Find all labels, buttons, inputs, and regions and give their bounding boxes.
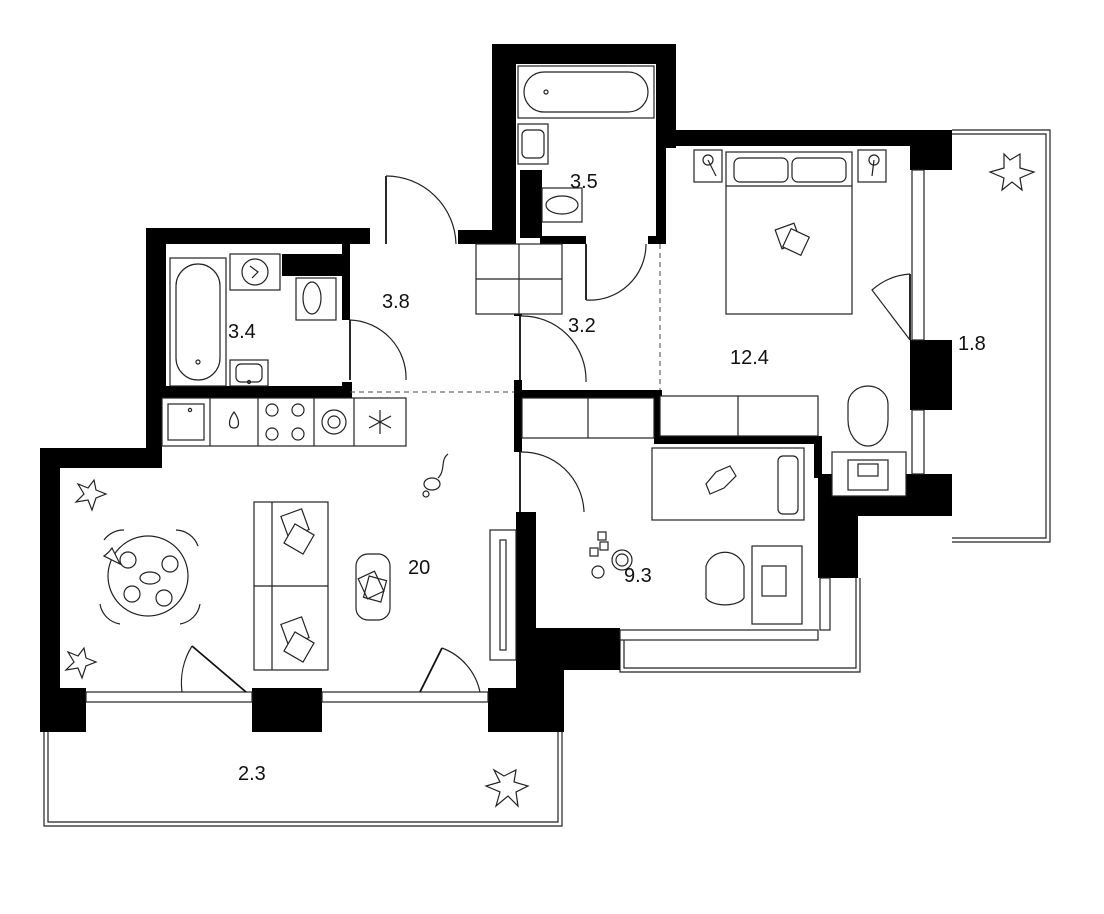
washing-machine [229,253,281,291]
dining-table [99,529,201,625]
kids-bed [651,447,805,521]
windows [85,169,925,703]
kitchen-counter [161,397,407,447]
plant-living-bottom [64,646,98,680]
area-label-bedroom: 12.4 [730,347,769,369]
sink-left [229,359,269,387]
wardrobe-bedroom [659,395,819,437]
balcony-right [952,129,1051,543]
area-label-kids-room: 9.3 [624,565,652,587]
wardrobe-corridor [475,243,563,315]
sink-top [517,123,549,165]
nightstand-right [857,149,887,183]
doors [180,175,911,693]
wardrobe-hall [521,397,655,439]
toilet-top [541,187,583,223]
bathtub-top [517,65,655,119]
bathtub-left [169,257,227,387]
area-label-balcony-bottom: 2.3 [238,763,266,785]
area-label-bathroom-top: 3.5 [570,171,598,193]
double-bed [725,151,853,315]
desk-bedroom [831,385,907,497]
area-label-balcony-right: 1.8 [958,333,986,355]
tv-unit [489,529,517,661]
area-label-bathroom-left: 3.4 [228,321,256,343]
sofa [253,501,329,671]
plant-living-top [74,478,108,512]
toys [589,531,633,579]
plant-balcony-bottom [484,768,530,808]
area-label-hall: 3.8 [382,291,410,313]
plant-balcony-right [988,152,1036,192]
balcony-bottom [43,730,563,827]
area-label-living: 20 [408,557,430,579]
cat [422,453,449,498]
kids-desk [705,545,803,625]
toilet-left [295,277,337,321]
area-label-corridor: 3.2 [568,315,596,337]
nightstand-left [693,149,723,183]
coffee-table [355,553,391,621]
walls [40,44,952,732]
